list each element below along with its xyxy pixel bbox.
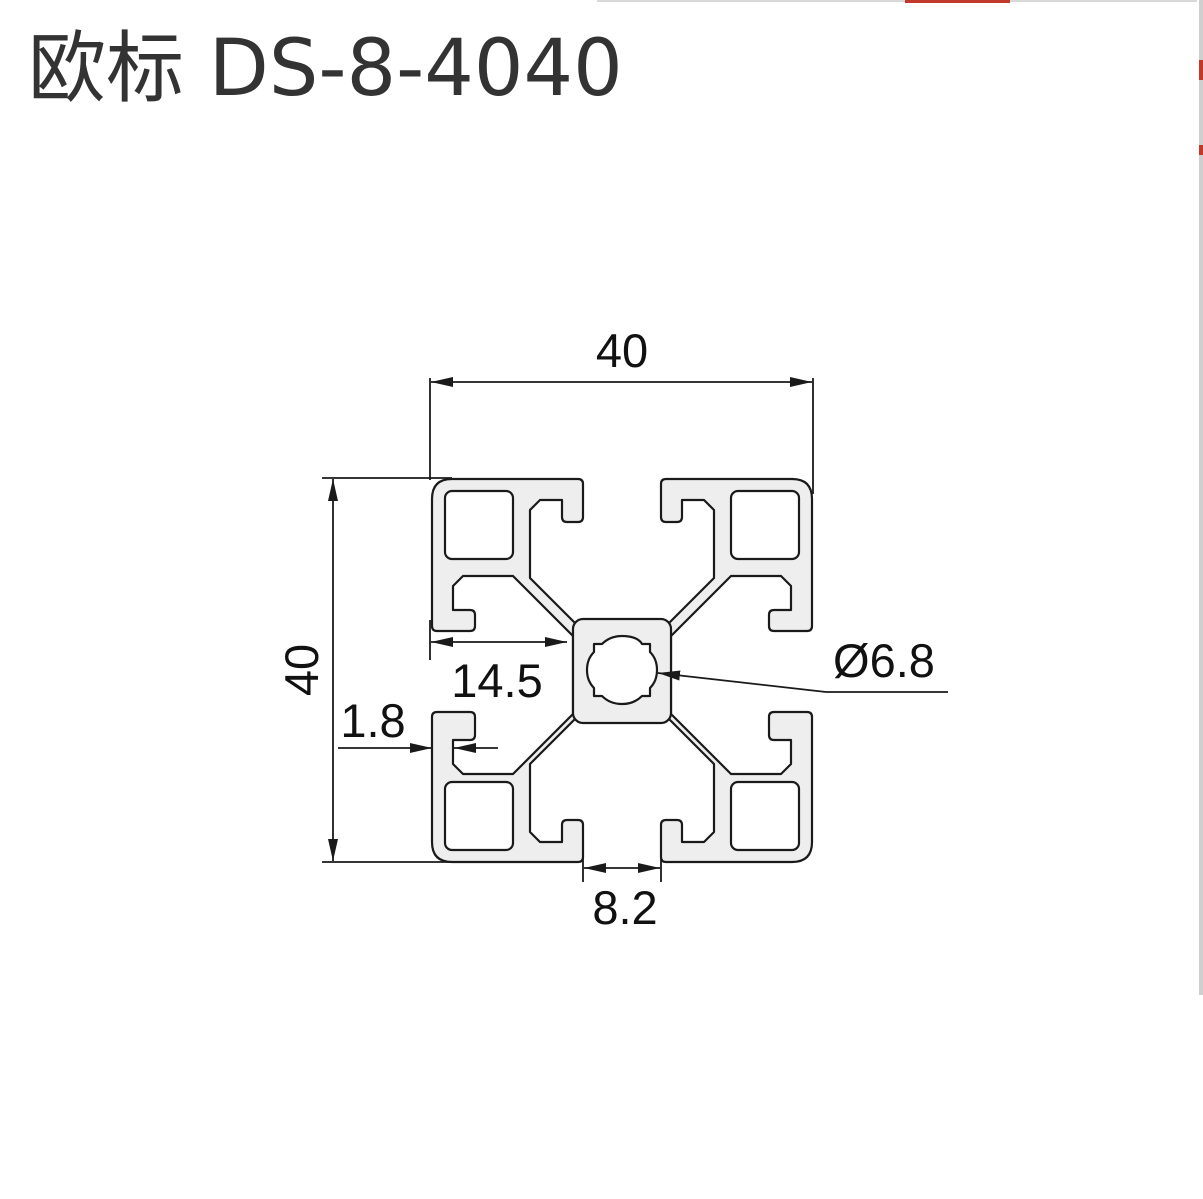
window-top-edge: [597, 0, 1197, 2]
edge-accent-mark: [905, 0, 1010, 3]
corner-cavity: [443, 780, 515, 852]
window-right-edge: [1199, 0, 1203, 995]
corner-cavity: [729, 489, 801, 561]
center-bore: [585, 634, 659, 706]
span-label: 14.5: [451, 654, 542, 707]
corner-cavity: [729, 780, 801, 852]
aluminum-profile: [430, 477, 814, 864]
corner-cavity: [443, 489, 515, 561]
wall-label: 1.8: [340, 694, 405, 747]
slot-label: 8.2: [592, 881, 657, 934]
bore-label: Ø6.8: [833, 634, 935, 687]
height-label: 40: [275, 644, 328, 696]
edge-accent-mark: [1199, 60, 1203, 80]
bore-leader-line: [657, 670, 827, 693]
edge-accent-mark: [1199, 145, 1203, 155]
page-title: 欧标 DS-8-4040: [28, 24, 623, 114]
width-label: 40: [596, 324, 648, 377]
